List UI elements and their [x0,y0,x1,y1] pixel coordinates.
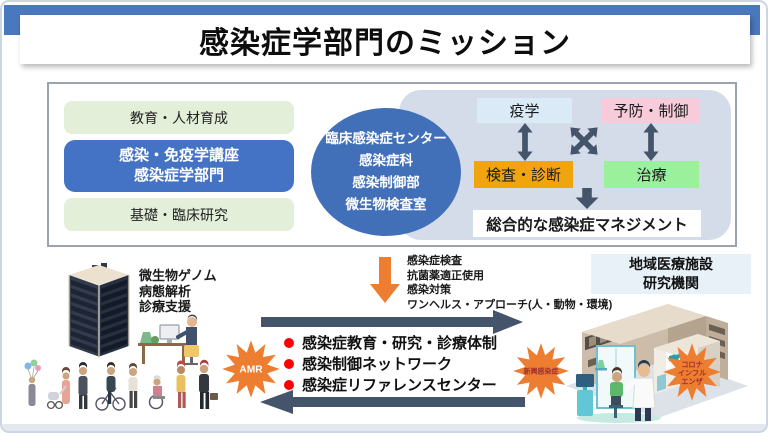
bullet-dot-icon [284,379,294,390]
testing-diagnosis-box: 検査・診断 [474,161,573,188]
bullet-dot-icon [284,337,294,348]
research-box: 基礎・臨床研究 [64,198,294,231]
community-crowd-illustration [24,359,218,411]
bullet-item: 感染症教育・研究・診療体制 [284,332,497,353]
circle-line4: 微生物検査室 [345,196,427,212]
function-item: 病態解析 [139,283,192,299]
regional-line1: 地域医療施設 [629,256,713,272]
university-building-illustration [68,263,130,358]
corona-influenza-starburst-badge: コロナ インフル エンザ [663,343,721,401]
department-box: 感染・免疫学講座 感染症学部門 [64,140,294,192]
circle-line1: 臨床感染症センター [325,131,447,147]
page-title: 感染症学部門のミッション [199,26,571,60]
management-panel: 疫学 予防・制御 検査・診断 治療 総合的な感染症マネジメント [399,90,731,240]
bottom-strip [2,424,766,431]
bullet-item: 感染症リファレンスセンター [284,374,497,395]
double-arrow-vertical-left-icon [517,123,533,161]
function-item: 微生物ゲノム [139,268,217,283]
service-item: 感染症検査 [407,255,462,267]
bullet-dot-icon [284,358,294,369]
amr-badge-label: AMR [239,365,263,376]
clinical-center-circle: 臨床感染症センター 感染症科 感染制御部 微生物検査室 [311,108,461,236]
down-arrow-slate-icon [575,188,599,209]
bullet-item: 感染制御ネットワーク [284,353,497,374]
emerging-badge-label: 新興感染症 [524,366,559,375]
emerging-disease-starburst-badge: 新興感染症 [513,343,569,399]
researcher-desk-illustration [138,314,199,365]
orange-down-arrow-icon [370,257,400,303]
prevention-control-box: 予防・制御 [602,98,700,123]
department-line1: 感染・免疫学講座 [118,146,239,164]
circle-line2: 感染症科 [359,153,413,169]
regional-facilities-header: 地域医療施設 研究機関 [591,254,751,294]
treatment-box: 治療 [604,161,699,188]
department-line2: 感染症学部門 [133,167,224,184]
comprehensive-management-box: 総合的な感染症マネジメント [473,210,701,237]
top-diagram: 疫学 予防・制御 検査・診断 治療 総合的な感染症マネジメント [47,82,737,247]
service-items-list: 感染症検査 抗菌薬適正使用 感染対策 ワンヘルス・アプローチ(人・動物・環境) [407,254,612,312]
service-item: ワンヘルス・アプローチ(人・動物・環境) [407,298,613,311]
right-arrow-icon [261,310,523,334]
service-item: 感染対策 [407,284,451,296]
regional-line2: 研究機関 [643,275,699,291]
left-functions-list: 微生物ゲノム 病態解析 診療支援 [139,268,217,315]
mission-bullet-list: 感染症教育・研究・診療体制 感染制御ネットワーク 感染症リファレンスセンター [284,332,497,395]
left-arrow-icon [260,390,525,414]
epidemiology-box: 疫学 [477,98,572,123]
function-item: 診療支援 [139,299,192,314]
education-box: 教育・人材育成 [64,101,294,134]
amr-starburst-badge: AMR [222,340,280,398]
title-box: 感染症学部門のミッション [20,15,750,64]
circle-line3: 感染制御部 [352,175,420,190]
double-arrow-vertical-right-icon [643,123,659,161]
service-item: 抗菌薬適正使用 [407,269,484,282]
doctor-patient-illustration [576,345,661,423]
corona-badge-line3: エンザ [681,377,703,386]
cross-double-arrow-icon [570,127,598,155]
corona-badge-line1: コロナ [681,360,703,369]
corona-badge-line2: インフル [678,369,707,378]
